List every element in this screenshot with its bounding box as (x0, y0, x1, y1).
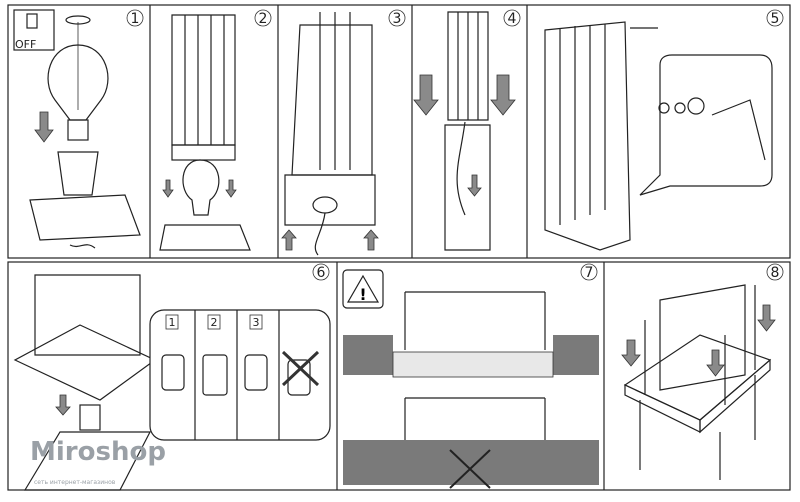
svg-text:2: 2 (259, 11, 268, 27)
panel-frames (7, 4, 791, 491)
panel-7-ground-level-warning: ! (342, 269, 599, 489)
miroshop-watermark: Miroshop сеть интернет-магазинов (30, 437, 166, 486)
step-number-3: 3 (388, 9, 406, 27)
svg-text:2: 2 (211, 316, 218, 329)
svg-text:6: 6 (317, 265, 326, 281)
step-numbers: 1 2 3 4 5 6 7 8 (126, 9, 784, 281)
panel-3-base-screws (281, 12, 379, 256)
off-label: OFF (15, 38, 36, 51)
detail-callout (639, 54, 773, 196)
watermark-brand: Miroshop (30, 437, 166, 467)
step-number-6: 6 (312, 263, 330, 281)
svg-text:5: 5 (771, 11, 780, 27)
svg-text:1: 1 (131, 11, 140, 27)
panel-8-anchor-mounting (621, 284, 776, 480)
panel-4-insert-column (413, 11, 516, 251)
wiring-callout (149, 309, 331, 441)
hex-key-icon (711, 99, 766, 161)
step-number-8: 8 (766, 263, 784, 281)
panel-5-tighten-screws (544, 21, 773, 251)
panel-6-wiring: 1 2 3 (13, 274, 331, 491)
concrete-slab (392, 351, 554, 378)
svg-text:7: 7 (585, 265, 594, 281)
step-number-1: 1 (126, 9, 144, 27)
svg-text:4: 4 (508, 11, 517, 27)
svg-text:!: ! (359, 285, 366, 304)
step-number-7: 7 (580, 263, 598, 281)
down-arrow-icon (34, 111, 54, 143)
step-number-5: 5 (766, 9, 784, 27)
watermark-tagline: сеть интернет-магазинов (34, 479, 116, 486)
svg-text:3: 3 (253, 316, 260, 329)
panel-2-column (159, 14, 251, 251)
step-number-2: 2 (254, 9, 272, 27)
svg-text:3: 3 (393, 11, 402, 27)
panel-1-bulb-removal: OFF (13, 9, 141, 249)
step-number-4: 4 (503, 9, 521, 27)
svg-text:8: 8 (771, 265, 780, 281)
svg-text:1: 1 (169, 316, 176, 329)
